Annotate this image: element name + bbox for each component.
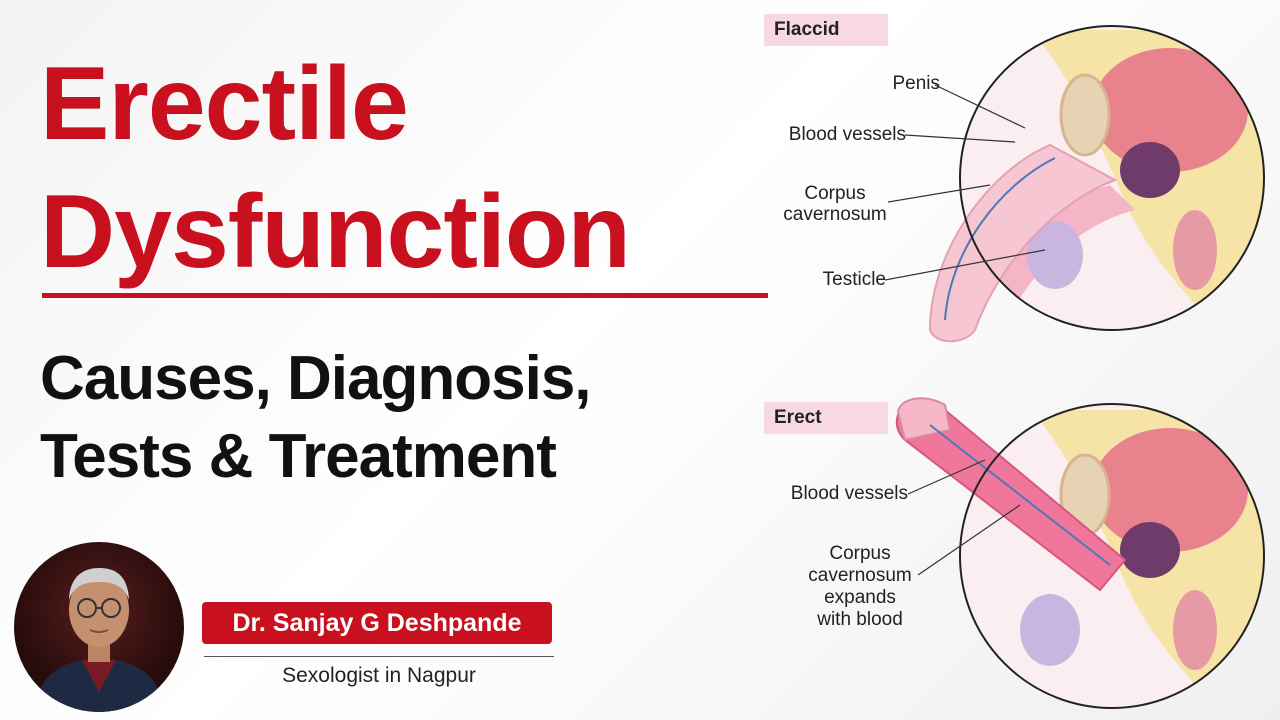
label-corpus-erect-2: cavernosum	[808, 565, 912, 586]
title-underline	[42, 293, 768, 298]
label-corpus-erect-4: with blood	[817, 609, 903, 630]
title-line-1: Erectile	[40, 46, 409, 162]
doctor-avatar	[14, 542, 184, 712]
label-corpus-erect-3: expands	[824, 587, 896, 608]
erect-tag: Erect	[764, 402, 888, 434]
label-testicle: Testicle	[822, 269, 886, 290]
label-corpus-erect-1: Corpus	[829, 543, 891, 564]
erect-cross-section	[960, 404, 1264, 708]
label-penis: Penis	[892, 73, 940, 94]
name-divider	[204, 656, 554, 657]
erect-circle	[959, 403, 1265, 709]
title-line-2: Dysfunction	[40, 174, 631, 290]
label-corpus-flaccid-2: cavernosum	[783, 204, 887, 225]
doctor-role: Sexologist in Nagpur	[282, 664, 476, 687]
subtitle-line-1: Causes, Diagnosis,	[40, 344, 592, 413]
flaccid-circle	[959, 25, 1265, 331]
subtitle-line-2: Tests & Treatment	[40, 422, 557, 491]
label-corpus-flaccid-1: Corpus	[804, 183, 866, 204]
flaccid-tag: Flaccid	[764, 14, 888, 46]
label-blood-vessels-erect: Blood vessels	[790, 483, 908, 504]
doctor-portrait-icon	[34, 568, 164, 712]
label-blood-vessels-flaccid: Blood vessels	[788, 124, 906, 145]
flaccid-cross-section	[960, 26, 1264, 330]
doctor-name-badge: Dr. Sanjay G Deshpande	[202, 602, 552, 644]
flaccid-shaft	[928, 143, 1118, 343]
